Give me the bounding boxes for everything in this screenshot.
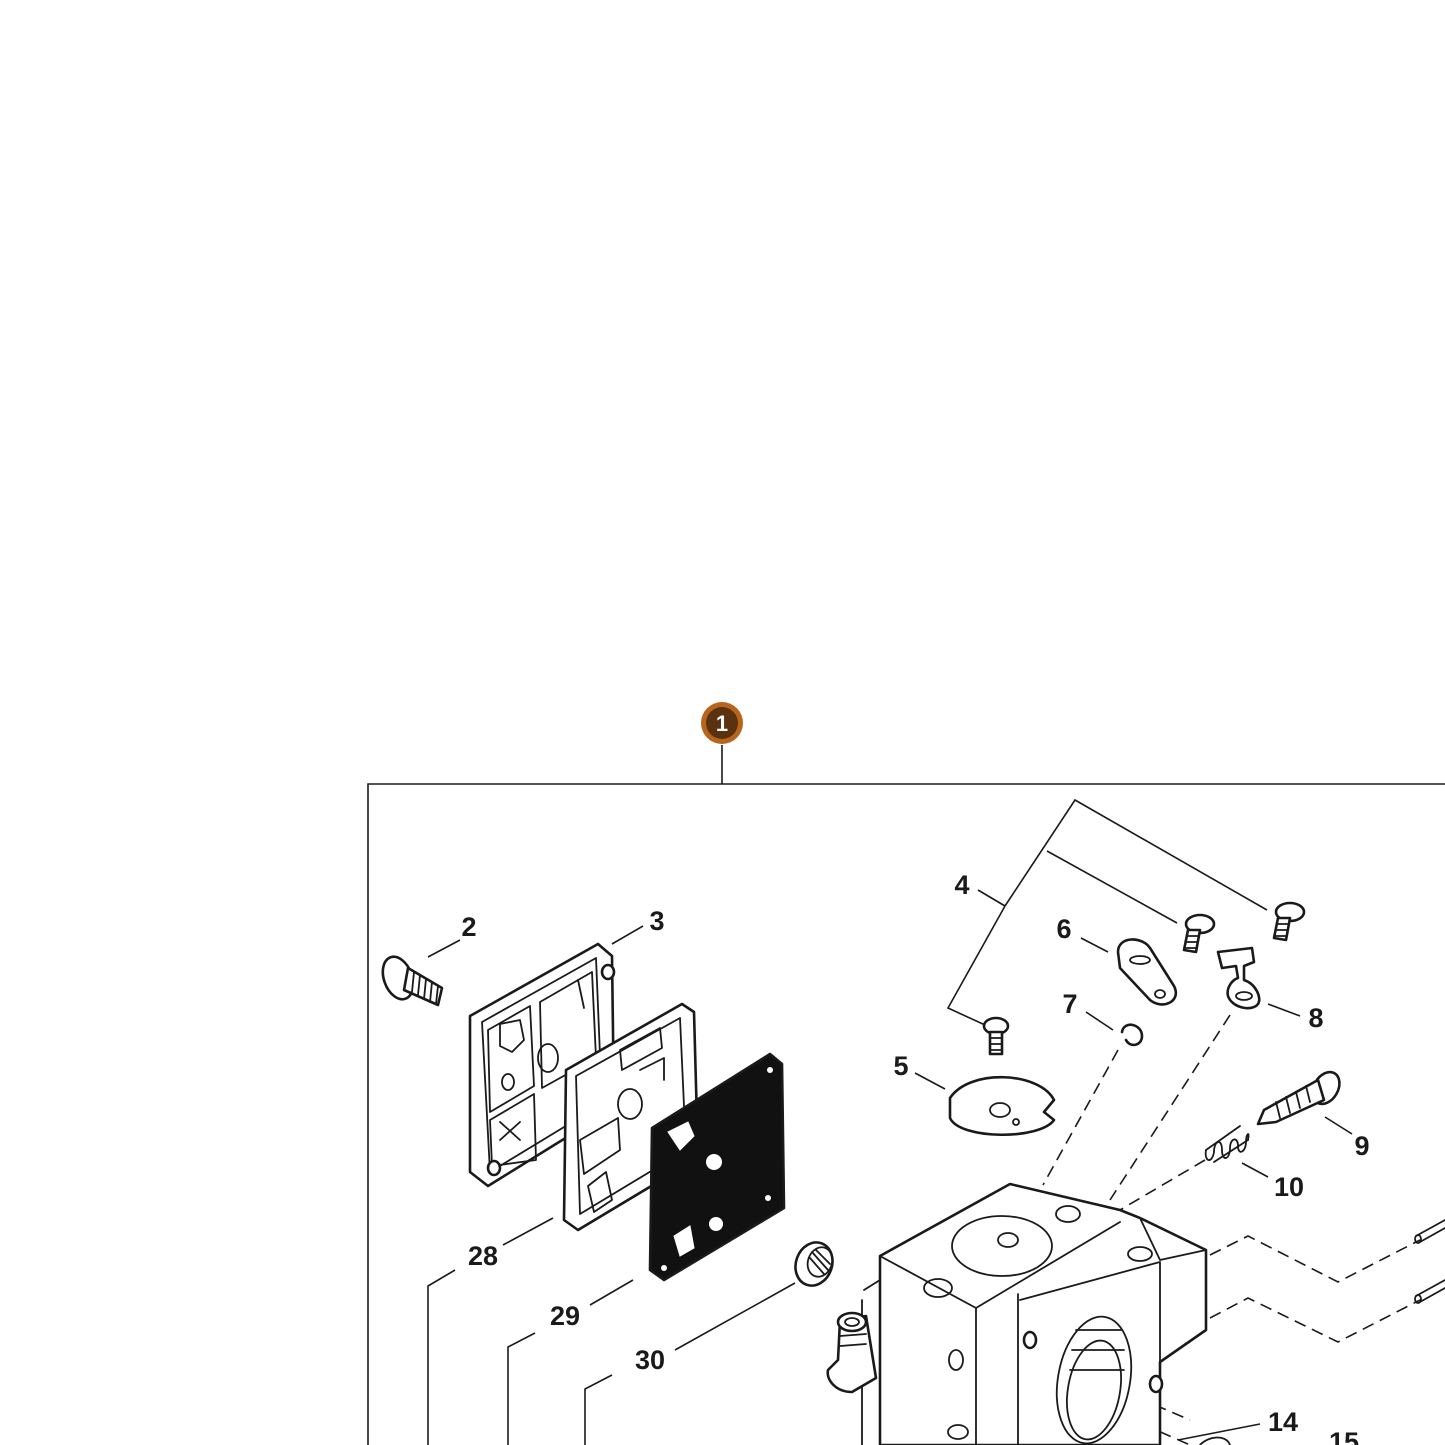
spring-part-10[interactable] <box>1204 1125 1250 1163</box>
screw-top-right-a[interactable] <box>1182 913 1216 954</box>
label-part-4: 4 <box>954 870 969 900</box>
label-part-5: 5 <box>893 1051 908 1081</box>
assembly-callout[interactable]: 1 <box>701 702 743 744</box>
label-part-6: 6 <box>1056 914 1071 944</box>
diaphragm-part-29[interactable] <box>648 1052 786 1282</box>
screw-part-2[interactable] <box>377 953 444 1007</box>
label-part-15: 15 <box>1329 1427 1359 1445</box>
lever-part-8[interactable] <box>1216 946 1261 1010</box>
label-part-2: 2 <box>461 912 476 942</box>
label-part-14: 14 <box>1268 1407 1298 1437</box>
adjusting-screw-part-9[interactable] <box>1256 1067 1345 1126</box>
label-part-3: 3 <box>649 906 664 936</box>
part-labels: 2 3 4 5 6 7 8 9 10 14 15 28 29 30 <box>461 870 1369 1445</box>
callout-number: 1 <box>716 711 728 736</box>
label-part-8: 8 <box>1308 1003 1323 1033</box>
assembly-frame <box>367 783 1445 1445</box>
clip-part-7[interactable] <box>1120 1023 1144 1047</box>
leader-lines <box>427 798 1353 1445</box>
screw-top-right-b[interactable] <box>1272 901 1306 942</box>
label-part-29: 29 <box>550 1301 580 1331</box>
label-part-28: 28 <box>468 1241 498 1271</box>
carburetor-body[interactable] <box>861 1182 1208 1445</box>
label-part-30: 30 <box>635 1345 665 1375</box>
small-screws-right[interactable] <box>1414 1219 1445 1304</box>
label-part-10: 10 <box>1274 1172 1304 1202</box>
filter-part-30[interactable] <box>790 1237 839 1291</box>
plate-part-6[interactable] <box>1116 938 1178 1006</box>
label-part-7: 7 <box>1062 989 1077 1019</box>
throttle-disc-part-5[interactable] <box>948 1075 1056 1137</box>
callout-inner-disc <box>706 707 738 739</box>
screw-part-4[interactable] <box>982 1016 1010 1056</box>
label-part-9: 9 <box>1354 1131 1369 1161</box>
part-14-seal[interactable] <box>1199 1436 1231 1445</box>
fuel-inlet-nipple[interactable] <box>826 1311 878 1394</box>
